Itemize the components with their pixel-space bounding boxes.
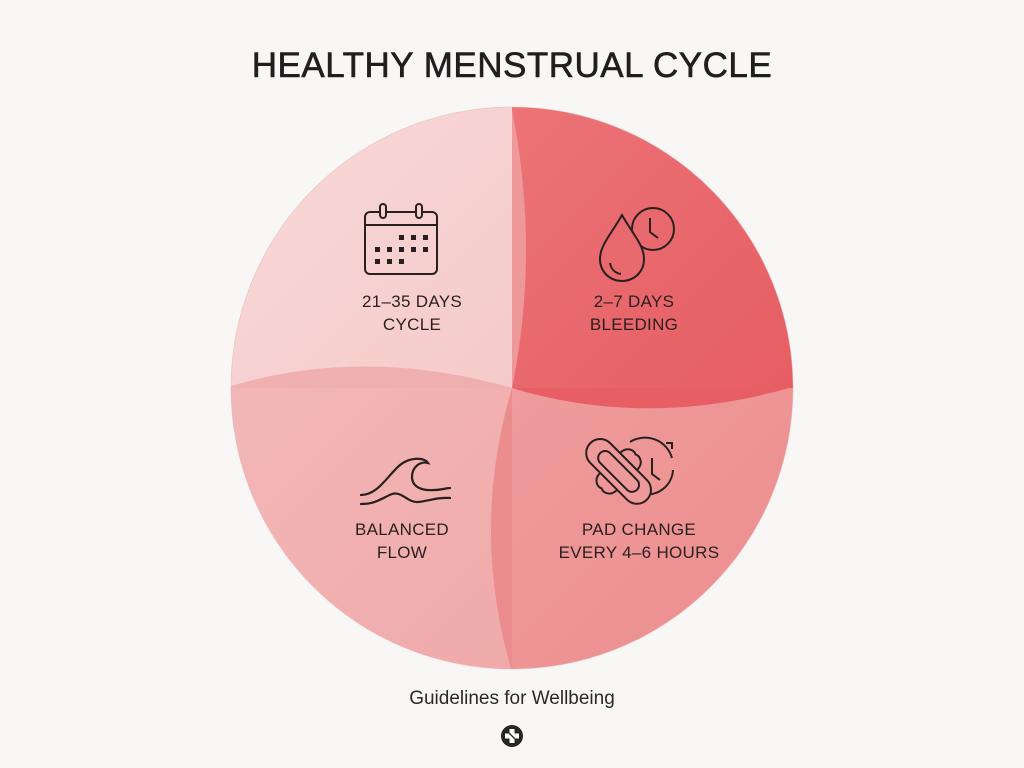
label-line: EVERY 4–6 HOURS (558, 543, 720, 562)
drop-clock-icon (598, 207, 675, 283)
quadrant-label-bottom-left: BALANCED FLOW (302, 518, 502, 564)
label-line: BLEEDING (589, 315, 679, 334)
label-line: CYCLE (382, 315, 442, 334)
seam-top-right-lower (512, 385, 793, 409)
page-title: HEALTHY MENSTRUAL CYCLE (251, 46, 773, 86)
medical-cross-icon (501, 725, 523, 747)
seam-bottom-right-left (491, 388, 512, 669)
quadrant-label-bottom-right: PAD CHANGE EVERY 4–6 HOURS (514, 518, 764, 564)
label-line: 2–7 DAYS (593, 292, 675, 311)
pad-clock-icon (585, 436, 674, 505)
quadrant-top-left (231, 107, 512, 388)
label-line: 21–35 DAYS (361, 292, 463, 311)
label-line: PAD CHANGE (581, 520, 697, 539)
seam-bottom-left-upper (231, 366, 512, 388)
quadrant-label-top-left: 21–35 DAYS CYCLE (312, 290, 512, 336)
quadrant-top-right (512, 107, 793, 388)
footer-text: Guidelines for Wellbeing (409, 688, 615, 709)
seam-top-right-left (512, 110, 526, 388)
wave-icon (359, 457, 452, 506)
label-line: FLOW (376, 543, 428, 562)
calendar-icon (364, 203, 438, 275)
label-line: BALANCED (354, 520, 450, 539)
quadrant-label-top-right: 2–7 DAYS BLEEDING (534, 290, 734, 336)
